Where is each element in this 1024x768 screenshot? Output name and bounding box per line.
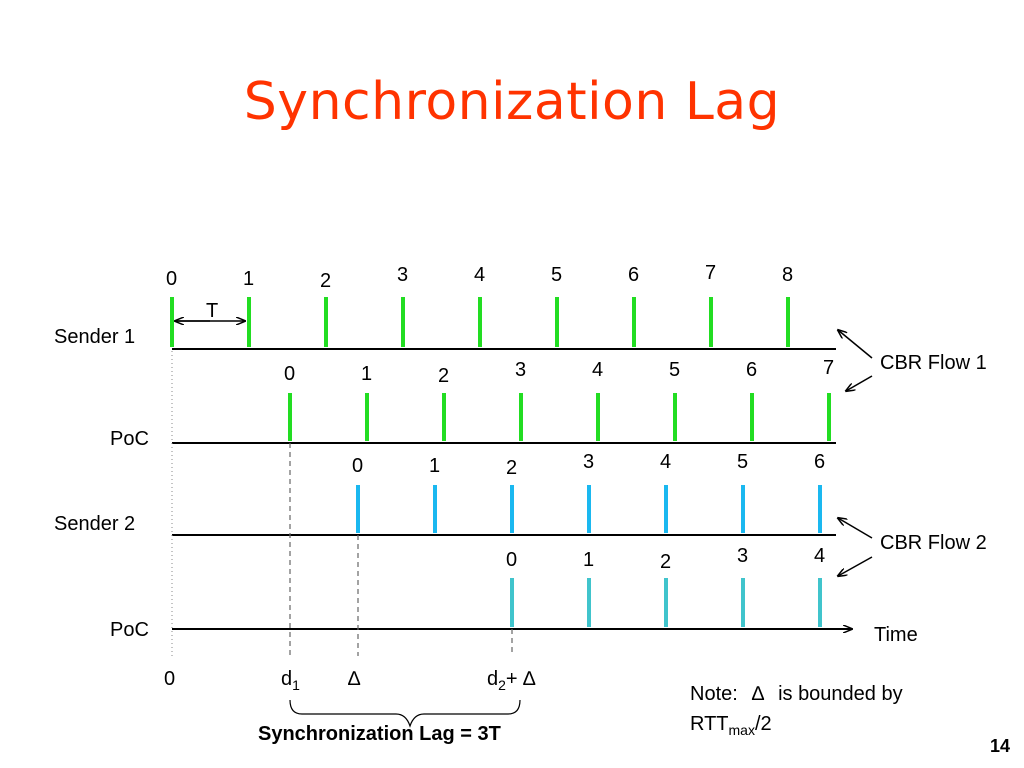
packet-label-poc-1: 3 [515,359,526,381]
packet-label-sender-2: 0 [352,455,363,477]
flow-2-arrow-top [838,518,873,539]
packet-label-sender-1: 7 [705,262,716,284]
packet-label-poc-1: 2 [438,365,449,387]
packet-label-sender-1: 8 [782,264,793,286]
packet-label-sender-1: 3 [397,264,408,286]
packet-label-poc-2: 1 [583,549,594,571]
packet-label-sender-1: 4 [474,264,485,286]
packet-label-sender-2: 2 [506,457,517,479]
time-marker-d1: d1 [281,668,300,693]
packet-label-poc-2: 4 [814,545,825,567]
lag-caption: Synchronization Lag = 3T [258,723,501,745]
lag-brace [289,699,521,728]
time-marker-zero: 0 [164,668,175,690]
packet-label-sender-1: 6 [628,264,639,286]
period-label: T [206,300,218,322]
packet-label-poc-1: 6 [746,359,757,381]
time-axis-label: Time [874,624,918,646]
packet-label-poc-1: 5 [669,359,680,381]
packet-label-poc-1: 7 [823,357,834,379]
note-line-1: Note:∆is bounded by [690,683,903,705]
row-label-poc-1: PoC [110,428,149,450]
flow-1-arrow-top [838,330,873,359]
flow-1-label: CBR Flow 1 [880,352,987,374]
packet-label-sender-2: 5 [737,451,748,473]
packet-label-poc-1: 4 [592,359,603,381]
packet-label-sender-2: 3 [583,451,594,473]
packet-label-poc-2: 3 [737,545,748,567]
packet-label-sender-2: 1 [429,455,440,477]
row-label-sender-2: Sender 2 [54,513,135,535]
packet-label-poc-1: 0 [284,363,295,385]
note-line-2: RTTmax/2 [690,713,772,738]
packet-label-poc-1: 1 [361,363,372,385]
row-label-sender-1: Sender 1 [54,326,135,348]
packet-label-poc-2: 0 [506,549,517,571]
row-label-poc-2: PoC [110,619,149,641]
page-number: 14 [989,736,1010,756]
packet-label-sender-2: 4 [660,451,671,473]
time-marker-d2-delta: d2+ ∆ [487,668,536,693]
packet-label-sender-1: 1 [243,268,254,290]
flow-2-label: CBR Flow 2 [880,532,987,554]
packet-label-sender-1: 0 [166,268,177,290]
packet-label-sender-2: 6 [814,451,825,473]
flow-1-arrow-bottom [846,375,873,391]
packet-label-sender-1: 2 [320,270,331,292]
packet-label-sender-1: 5 [551,264,562,286]
packet-label-poc-2: 2 [660,551,671,573]
time-marker-delta: ∆ [348,668,361,690]
flow-2-arrow-bottom [838,556,873,576]
slide-title: Synchronization Lag [243,72,781,132]
packet-ticks: 0 1 2 3 4 5 6 7 8 0 1 2 3 4 5 6 7 0 1 2 3 4 5 6 0 1 2 3 4 [166,262,834,627]
